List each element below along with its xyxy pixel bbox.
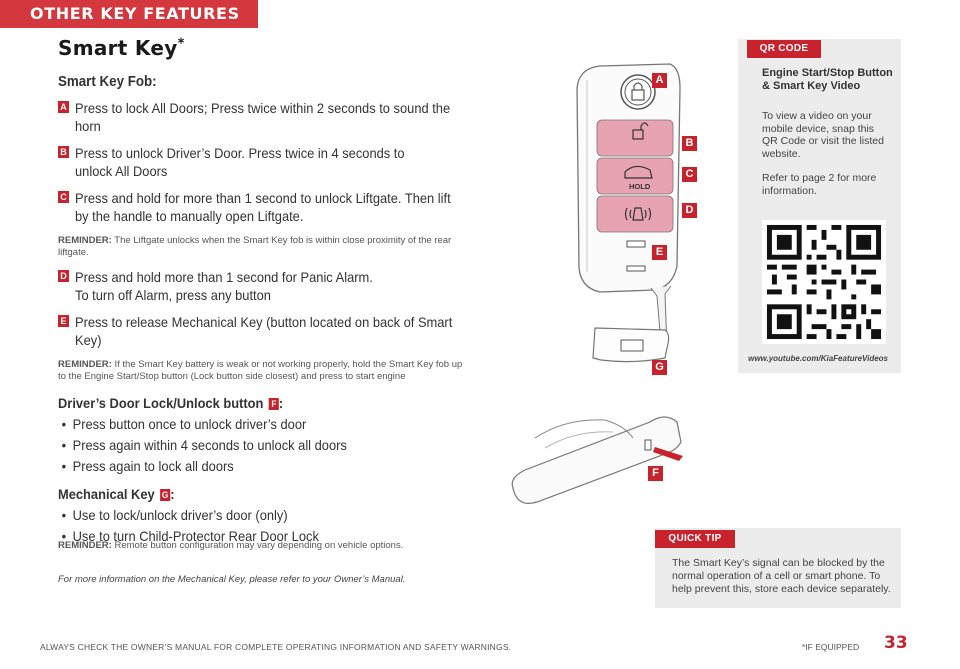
reminder-battery: REMINDER: If the Smart Key battery is we… — [58, 359, 463, 382]
list-item: Press again to lock all doors — [58, 458, 463, 474]
badge-a: A — [58, 101, 69, 113]
label-g: G — [652, 360, 667, 375]
mechanical-key-note: For more information on the Mechanical K… — [58, 574, 406, 585]
list-item: Press button once to unlock driver’s doo… — [58, 416, 463, 432]
page-number: 33 — [884, 633, 908, 653]
qr-body: To view a video on your mobile device, s… — [762, 110, 884, 160]
quick-tip-text: The Smart Key’s signal can be blocked by… — [672, 557, 891, 595]
badge-d: D — [58, 270, 69, 282]
unlock-button — [596, 119, 674, 157]
release-button — [626, 240, 646, 248]
reminder-config: REMINDER: Remote button configuration ma… — [58, 540, 404, 551]
hold-label: HOLD — [629, 182, 651, 191]
footer-disclaimer: ALWAYS CHECK THE OWNER’S MANUAL FOR COMP… — [40, 642, 512, 652]
door-heading: Driver’s Door Lock/Unlock button F: — [58, 395, 284, 411]
quick-tip-tab: QUICK TIP — [655, 530, 735, 548]
footer-if-equipped: *IF EQUIPPED — [802, 642, 860, 652]
label-b: B — [682, 136, 697, 151]
qr-tab: QR CODE — [747, 40, 821, 58]
qr-title: Engine Start/Stop Button & Smart Key Vid… — [762, 67, 893, 92]
panic-button — [596, 195, 674, 233]
qr-code[interactable] — [762, 220, 886, 344]
smart-key-illustration: HOLD — [511, 63, 683, 504]
label-e: E — [652, 245, 667, 260]
liftgate-button — [596, 157, 674, 195]
badge-e: E — [58, 315, 69, 327]
mech-heading: Mechanical Key G: — [58, 486, 175, 502]
door-handle — [511, 416, 682, 504]
qr-body-refer: Refer to page 2 for more information. — [762, 172, 877, 197]
label-c: C — [682, 167, 697, 182]
pointer-arrow-icon — [653, 447, 683, 461]
badge-c: C — [58, 191, 69, 203]
qr-url-link[interactable]: www.youtube.com/KiaFeatureVideos — [748, 354, 888, 363]
label-a: A — [652, 73, 667, 88]
door-lock-button — [644, 439, 652, 451]
label-d: D — [682, 203, 697, 218]
page-title: Smart Key* — [58, 36, 185, 60]
reminder-liftgate: REMINDER: The Liftgate unlocks when the … — [58, 235, 452, 258]
section-banner: OTHER KEY FEATURES — [0, 0, 258, 28]
list-item: Use to lock/unlock driver’s door (only) — [58, 507, 463, 523]
list-item: Press again within 4 seconds to unlock a… — [58, 437, 463, 453]
badge-b: B — [58, 146, 69, 158]
label-f: F — [648, 466, 663, 481]
list-item: Use to turn Child-Protector Rear Door Lo… — [58, 528, 463, 544]
fob-heading: Smart Key Fob: — [58, 74, 157, 90]
